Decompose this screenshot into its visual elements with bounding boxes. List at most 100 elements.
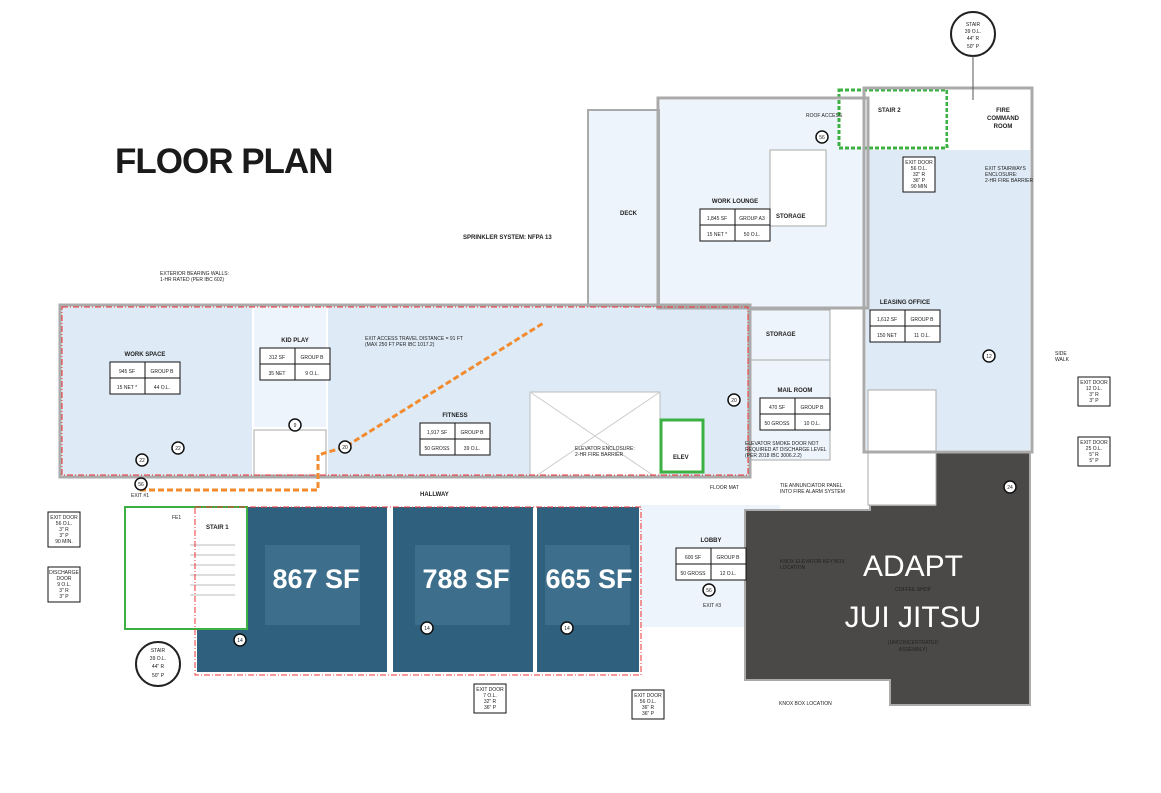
note-elev-enclosure: 2-HR FIRE BARRIER [575, 452, 623, 458]
tenant-label-panel [545, 545, 630, 625]
stair-callout-bottom: STAIR 39 O.L. 44" R 50" P [135, 641, 181, 687]
occupant-count: 20 [342, 445, 348, 451]
room-load-factor: 35 NET [269, 371, 286, 377]
exit-door-box [1077, 436, 1111, 467]
occupant-count-circle [135, 453, 149, 467]
exit-door-text: 56 O.L. [911, 166, 927, 172]
side-walk-label-2: WALK [1055, 357, 1070, 363]
stair-callout-text: 39 O.L. [150, 656, 166, 662]
exit-door-text: DISCHARGE [49, 570, 79, 576]
roof-access-label: ROOF ACCESS [806, 113, 843, 119]
room-name: FITNESS [442, 413, 467, 419]
restroom-core [867, 389, 937, 506]
room-group: GROUP A3 [739, 216, 765, 222]
stair-void-line [529, 391, 661, 481]
exit-door-box [47, 511, 81, 548]
room-group: GROUP B [461, 430, 485, 436]
room-sf: 1,917 SF [427, 430, 447, 436]
exit-door-text: EXIT DOOR [905, 160, 933, 166]
occupant-count-circle [982, 349, 996, 363]
room-name: LEASING OFFICE [880, 300, 930, 306]
exit-door-text: 36" R [642, 705, 655, 711]
occupant-count-marker: 14 [233, 633, 247, 647]
stair-callout-text: 50" P [967, 44, 980, 50]
occupant-count: 12 [986, 354, 992, 360]
tenant-area-665: 665 SF [545, 564, 632, 594]
occupant-count-circle [420, 621, 434, 635]
room-load-factor: 150 NET [877, 333, 897, 339]
exit-door-text: 90 MIN. [55, 539, 73, 545]
room-group: GROUP B [151, 369, 175, 375]
room-sf: 1,612 SF [877, 317, 897, 323]
room-load-factor: 15 NET * [117, 385, 137, 391]
occupant-count: 22 [175, 446, 181, 452]
occupant-count-marker: 56 [702, 583, 716, 597]
exit-door-box [902, 156, 936, 193]
room-group: GROUP B [717, 555, 741, 561]
occupant-count-marker: 24 [1003, 480, 1017, 494]
rated-wall [194, 506, 642, 676]
exit-door-text: EXIT DOOR [634, 693, 662, 699]
room-sf: 1,845 SF [707, 216, 727, 222]
exit-door-text: 25 O.L. [1086, 446, 1102, 452]
work-lounge-area[interactable] [660, 100, 866, 308]
occupant-count: 14 [424, 626, 430, 632]
exterior-wall [656, 96, 870, 310]
note-travel: EXIT ACCESS TRAVEL DISTANCE = 91 FT [365, 336, 463, 342]
stair1-area [124, 506, 248, 630]
occupant-count-marker: 14 [420, 621, 434, 635]
occupant-count-marker: 22 [135, 453, 149, 467]
stair2-area [837, 88, 949, 150]
stair-callout-text: 44" R [967, 36, 980, 42]
occupant-count-circle [1003, 480, 1017, 494]
elevator[interactable] [659, 418, 705, 474]
exit-door-text: 3" P [59, 533, 69, 539]
note-bearing-walls: 1-HR RATED (PER IBC 602) [160, 277, 224, 283]
room-load-factor: 50 GROSS [764, 421, 790, 427]
exit-door-text: 3" R [59, 588, 69, 594]
occupant-count: 22 [139, 458, 145, 464]
occupant-count-marker: 22 [171, 441, 185, 455]
rated-wall [61, 306, 749, 476]
note-knox-box: KNOX BOX LOCATION [779, 701, 832, 707]
occupant-count-circle [815, 130, 829, 144]
note-knox-elev: LOCATION [780, 565, 806, 571]
exit-door-text: 3" P [59, 594, 69, 600]
room-name: WORK SPACE [125, 352, 166, 358]
room-load-factor: 50 GROSS [680, 571, 706, 577]
room-group: GROUP B [911, 317, 935, 323]
exit-door-text: 5" P [1089, 458, 1099, 464]
note-exit-stairways: EXIT STAIRWAYS [985, 166, 1027, 172]
exit-door-text: 3" R [1089, 392, 1099, 398]
exit1-label: EXIT #1 [131, 493, 149, 499]
note-floor-mat: FLOOR MAT [710, 485, 739, 491]
side-walk-label: SIDE [1055, 351, 1067, 357]
stair1-label: STAIR 1 [206, 525, 229, 531]
room-load-factor: 15 NET * [707, 232, 727, 238]
exit-door-text: 7 O.L. [483, 693, 497, 699]
storage-area [769, 149, 827, 227]
exit-door-text: 90 MIN [911, 184, 928, 190]
exterior-wall [862, 86, 1034, 454]
exit-door-text: 12 O.L. [1086, 386, 1102, 392]
occupant-count: 24 [1007, 485, 1013, 491]
note-exit-stairways: 2-HR FIRE BARRIER [985, 178, 1033, 184]
occupant-count-circle [702, 583, 716, 597]
coffee-shop-label: COFFEE SHOP [895, 587, 932, 593]
occupant-count: 14 [564, 626, 570, 632]
occupant-count-circle [288, 418, 302, 432]
room-occupant-load: 9 O.L. [305, 371, 319, 377]
exit-door-text: 56 O.L. [56, 521, 72, 527]
note-annunciator: INTO FIRE ALARM SYSTEM [780, 489, 845, 495]
stair-callout-top: STAIR 39 O.L. 44" R 50" P [950, 11, 996, 100]
